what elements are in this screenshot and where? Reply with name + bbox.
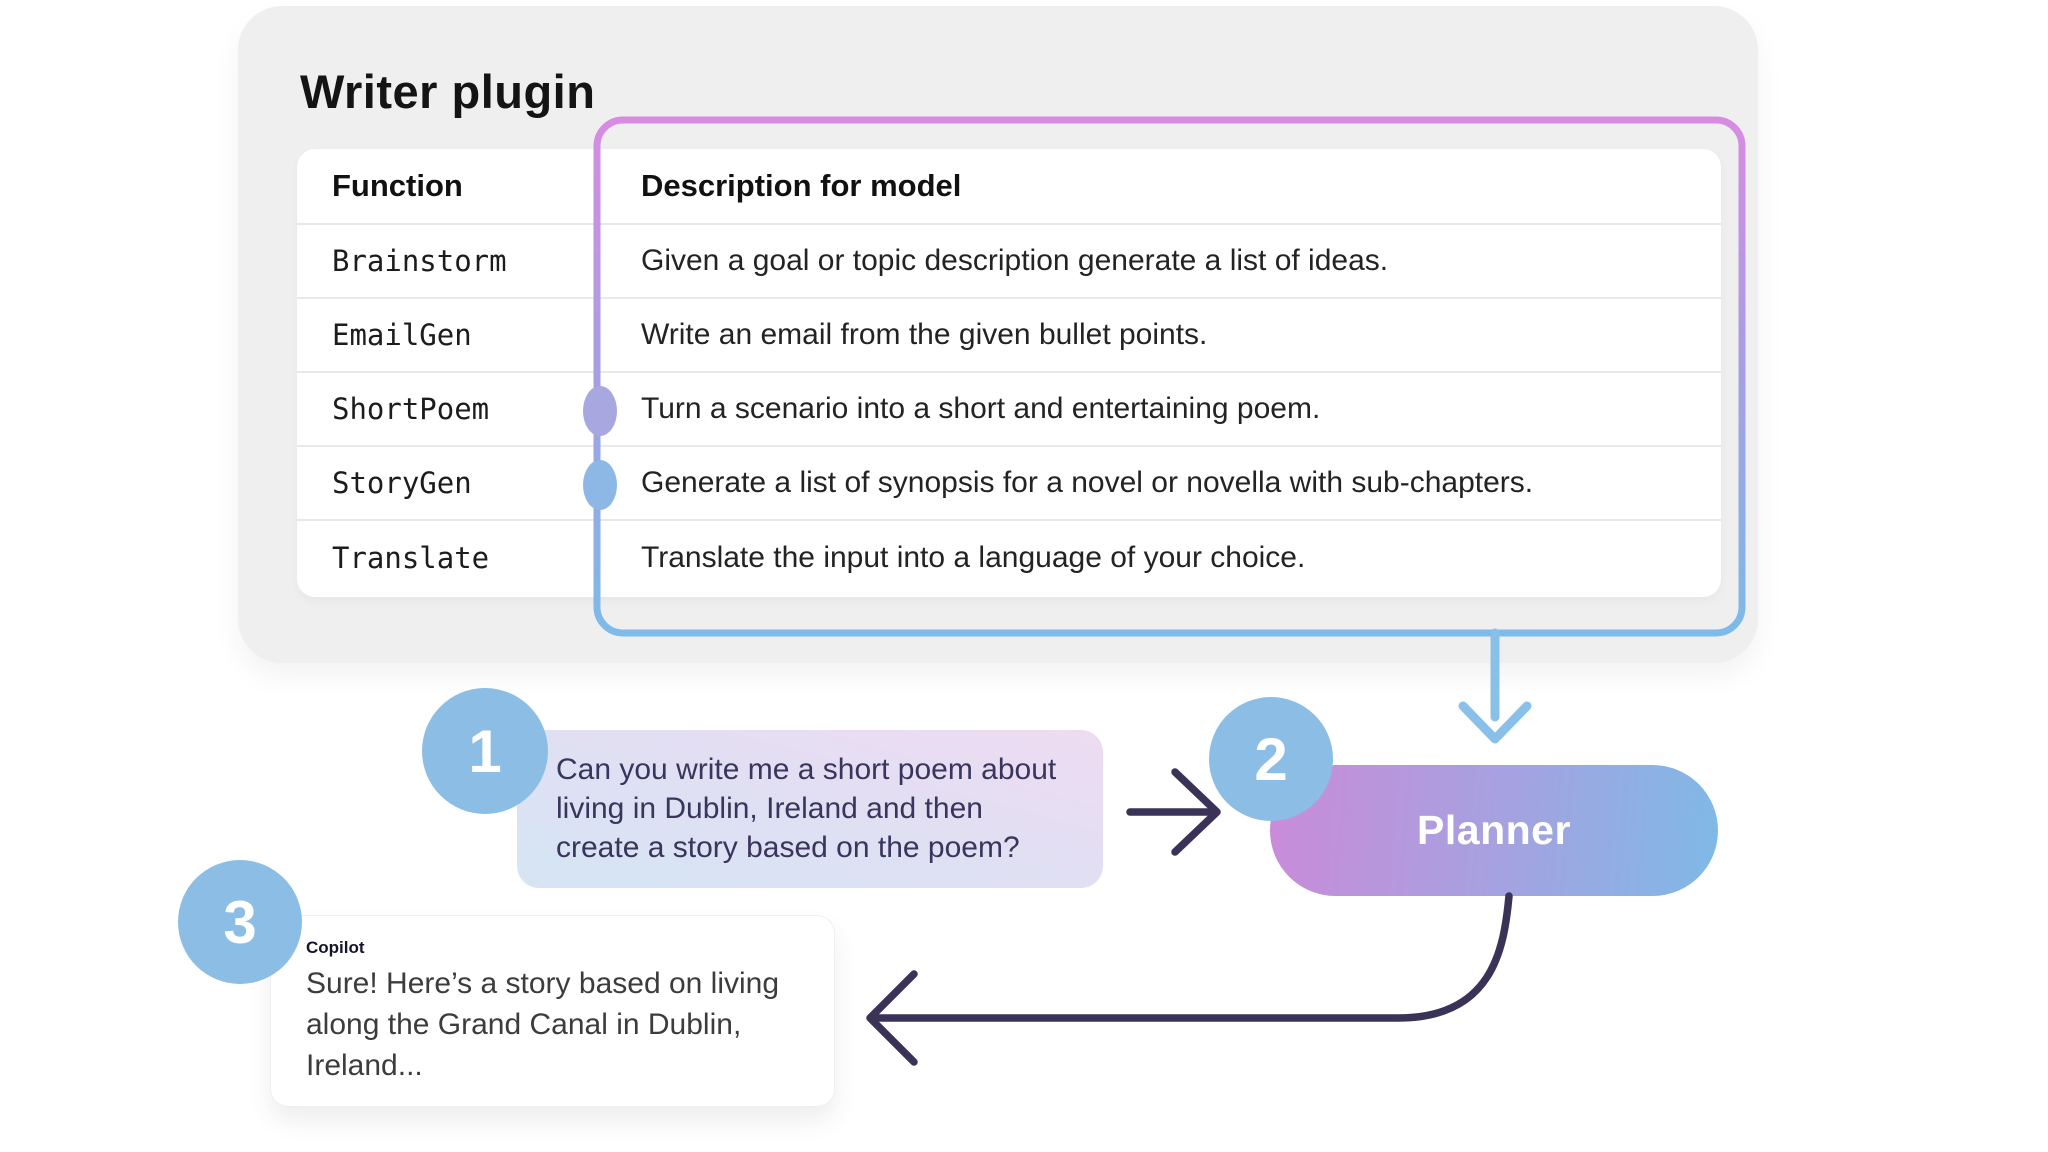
function-description: Generate a list of synopsis for a novel … xyxy=(641,466,1534,499)
function-description: Translate the input into a language of y… xyxy=(641,541,1306,574)
copilot-message-line: Ireland... xyxy=(306,1049,423,1082)
function-name: Translate xyxy=(332,541,490,575)
step-number: 1 xyxy=(468,717,502,785)
user-message-line: Can you write me a short poem about xyxy=(556,753,1057,786)
step-badge-1: 1 xyxy=(422,688,548,814)
table-row: EmailGen Write an email from the given b… xyxy=(297,299,1721,373)
column-header-description: Description for model xyxy=(641,168,962,203)
table-row: StoryGen Generate a list of synopsis for… xyxy=(297,447,1721,521)
planner-label: Planner xyxy=(1417,807,1571,853)
table-row: Translate Translate the input into a lan… xyxy=(297,521,1721,595)
user-message-bubble: Can you write me a short poem about livi… xyxy=(517,730,1103,888)
table-row: ShortPoem Turn a scenario into a short a… xyxy=(297,373,1721,447)
page-title: Writer plugin xyxy=(300,65,596,118)
function-description: Given a goal or topic description genera… xyxy=(641,244,1389,277)
function-name: Brainstorm xyxy=(332,244,507,278)
copilot-sender-label: Copilot xyxy=(306,938,365,957)
function-name: StoryGen xyxy=(332,466,472,500)
table-row: Brainstorm Given a goal or topic descrip… xyxy=(297,225,1721,299)
user-message-line: living in Dublin, Ireland and then xyxy=(556,792,983,825)
copilot-message-bubble: Copilot Sure! Here’s a story based on li… xyxy=(270,915,835,1107)
planner-node: Planner xyxy=(1270,765,1718,896)
function-description: Write an email from the given bullet poi… xyxy=(641,318,1208,351)
step-badge-3: 3 xyxy=(178,860,302,984)
copilot-message-line: Sure! Here’s a story based on living xyxy=(306,967,780,1000)
function-description: Turn a scenario into a short and enterta… xyxy=(641,392,1321,425)
user-message-line: create a story based on the poem? xyxy=(556,831,1020,864)
function-name: EmailGen xyxy=(332,318,472,352)
copilot-message-line: along the Grand Canal in Dublin, xyxy=(306,1008,742,1041)
arrow-return-icon xyxy=(866,892,1513,1066)
function-table: Function Description for model Brainstor… xyxy=(297,149,1721,597)
arrow-right-icon xyxy=(1126,768,1221,856)
table-header-row: Function Description for model xyxy=(297,149,1721,225)
function-name: ShortPoem xyxy=(332,392,490,426)
column-header-function: Function xyxy=(332,168,463,203)
step-badge-2: 2 xyxy=(1209,697,1333,821)
step-number: 2 xyxy=(1254,725,1288,793)
step-number: 3 xyxy=(223,888,257,956)
